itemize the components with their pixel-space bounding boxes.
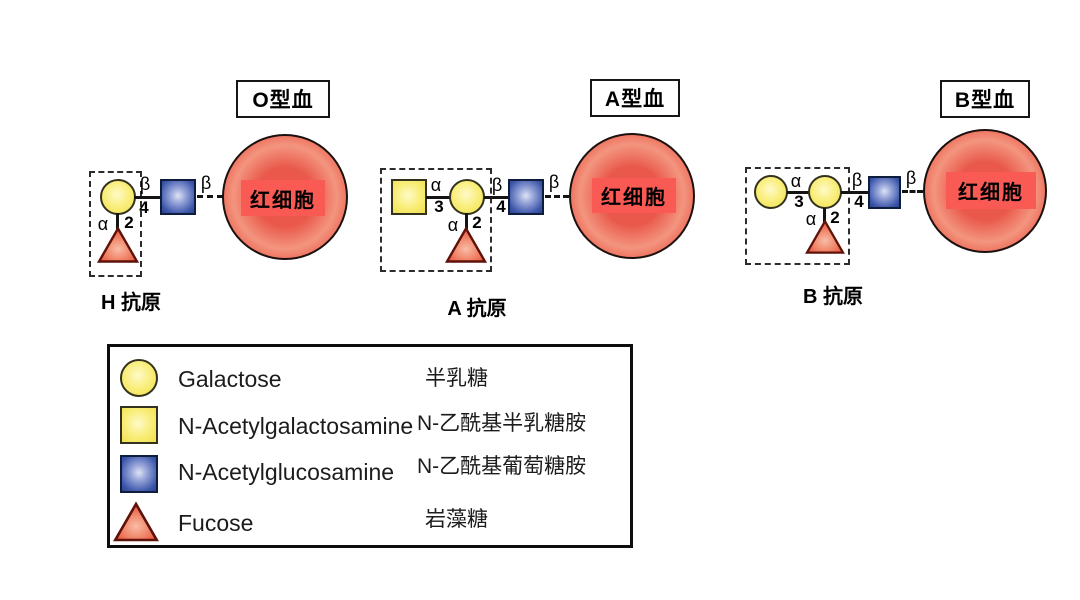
bond-label-alpha: α: [805, 209, 817, 229]
bond-line: [484, 196, 509, 199]
glcnac-square: [508, 179, 544, 215]
legend-label-en: Galactose: [178, 366, 282, 392]
bond-label-2: 2: [472, 213, 482, 232]
bond-line: [465, 213, 468, 229]
legend-fucose-triangle: [113, 501, 159, 542]
galnac-square: [391, 179, 427, 215]
bond-label-4: 4: [139, 198, 149, 217]
antigen-outline-box: [745, 167, 850, 265]
bond-label-2: 2: [124, 213, 134, 232]
red-blood-cell-label: 红细胞: [946, 172, 1036, 209]
bond-label-alpha: α: [97, 214, 109, 234]
bond-label-2: 2: [830, 208, 840, 227]
legend-label-zh: N-乙酰基葡萄糖胺: [417, 455, 587, 478]
glcnac-square: [868, 176, 901, 209]
antigen-label: A 抗原: [447, 298, 507, 320]
antigen-label: B 抗原: [803, 286, 863, 308]
fucose-triangle: [805, 219, 845, 254]
bond-line: [134, 196, 161, 199]
antigen-outline-box: [380, 168, 492, 272]
bond-line: [426, 196, 450, 199]
bond-dashed-line: [902, 190, 923, 193]
bond-label-beta: β: [851, 170, 863, 190]
legend-label-en: N-Acetylgalactosamine: [178, 413, 414, 439]
bond-line: [787, 191, 809, 194]
legend-galnac-square: [120, 406, 158, 444]
red-blood-cell-label: 红细胞: [241, 180, 325, 216]
bond-label-4: 4: [854, 192, 864, 211]
bond-label-3: 3: [794, 192, 804, 211]
bond-line: [116, 213, 119, 229]
blood-type-label: B型血: [940, 80, 1030, 118]
bond-label-beta: β: [548, 172, 560, 192]
legend-label-zh: 岩藻糖: [425, 508, 488, 531]
bond-label-alpha: α: [447, 215, 459, 235]
bond-line: [841, 191, 868, 194]
bond-label-beta: β: [905, 168, 917, 188]
legend-galactose-circle: [120, 359, 158, 397]
antigen-label: H 抗原: [101, 292, 161, 314]
bond-label-beta: β: [491, 175, 503, 195]
legend-glcnac-square: [120, 455, 158, 493]
bond-label-alpha: α: [790, 171, 802, 191]
fucose-triangle: [96, 226, 140, 263]
bond-dashed-line: [197, 195, 223, 198]
blood-type-label: O型血: [236, 80, 330, 118]
glcnac-square: [160, 179, 196, 215]
fucose-triangle: [444, 226, 488, 263]
bond-label-beta: β: [200, 173, 212, 193]
bond-dashed-line: [545, 195, 569, 198]
legend-label-en: N-Acetylglucosamine: [178, 459, 395, 485]
blood-type-label: A型血: [590, 79, 680, 117]
bond-line: [823, 208, 826, 223]
legend-label-zh: 半乳糖: [425, 367, 488, 390]
legend-label-zh: N-乙酰基半乳糖胺: [417, 412, 587, 435]
bond-label-alpha: α: [430, 175, 442, 195]
antigen-outline-box: [89, 171, 142, 277]
galactose-circle: [754, 175, 788, 209]
legend-label-en: Fucose: [178, 510, 254, 536]
bond-label-3: 3: [434, 197, 444, 216]
galactose-circle: [449, 179, 485, 215]
galactose-circle: [808, 175, 842, 209]
red-blood-cell-label: 红细胞: [592, 178, 676, 213]
bond-label-beta: β: [139, 174, 151, 194]
galactose-circle: [100, 179, 136, 215]
legend-box: [107, 344, 633, 548]
bond-label-4: 4: [496, 197, 506, 216]
